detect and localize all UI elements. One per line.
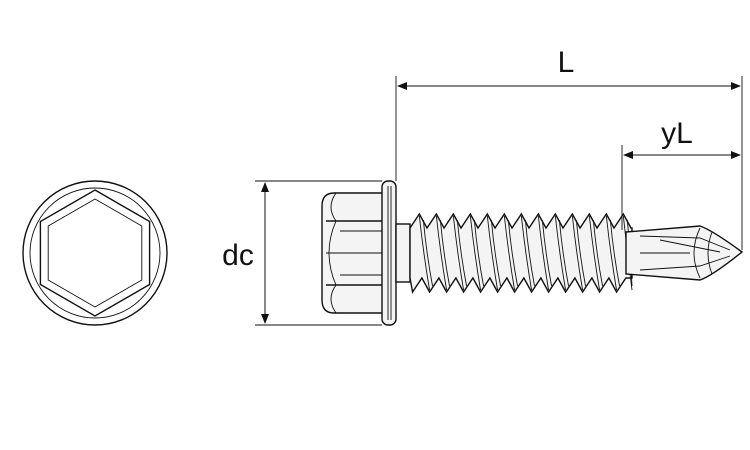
side-view (321, 180, 744, 326)
thread-crest-line (435, 215, 447, 291)
dimension-yL: yL (621, 117, 741, 230)
thread-crest-line (554, 215, 566, 291)
hex-head-inner-chamfer (47, 198, 143, 308)
thread-crest-line (503, 215, 515, 291)
thread-root-line (592, 219, 603, 287)
thread-crest-line (520, 215, 532, 291)
washer-side (381, 180, 397, 326)
end-view (22, 180, 168, 326)
washer-outer-circle (22, 180, 168, 326)
thread-crest-line (571, 215, 583, 291)
drill-point (625, 225, 744, 281)
hex-head-side (321, 192, 385, 314)
dimension-yL-label: yL (661, 117, 693, 150)
shank (395, 223, 411, 283)
thread-root-line (507, 219, 518, 287)
dimension-L: L (395, 46, 743, 250)
thread-crest-line (605, 215, 617, 291)
thread-crest-line (469, 215, 481, 291)
thread-crest-line (486, 215, 498, 291)
thread-root-line (456, 219, 467, 287)
thread-crest-line (537, 215, 549, 291)
dimension-dc-label: dc (222, 239, 254, 272)
thread-root-line (490, 219, 501, 287)
thread-root-line (558, 219, 569, 287)
thread-root-line (422, 219, 433, 287)
thread-section (409, 212, 633, 294)
thread-root-line (473, 219, 484, 287)
thread-root-line (524, 219, 535, 287)
thread-root-line (609, 219, 620, 287)
hex-head-outline (39, 189, 151, 317)
thread-crest-line (452, 215, 464, 291)
thread-root-line (575, 219, 586, 287)
thread-root-line (439, 219, 450, 287)
thread-crest-line (588, 215, 600, 291)
dimension-dc: dc (222, 180, 382, 326)
thread-crest-line (418, 215, 430, 291)
dimension-L-label: L (558, 46, 575, 79)
washer-inner-circle (29, 187, 161, 319)
thread-root-line (541, 219, 552, 287)
